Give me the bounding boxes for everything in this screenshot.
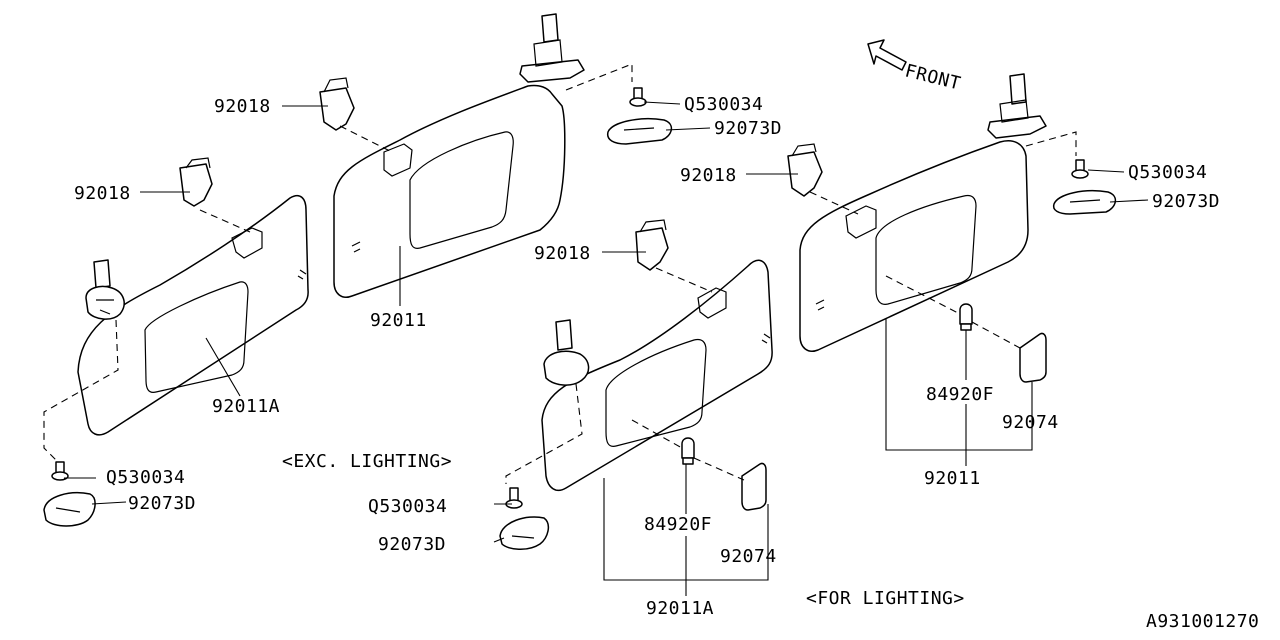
- label-92073d-4[interactable]: 92073D: [1152, 191, 1220, 212]
- section-label-exc-lighting: <EXC. LIGHTING>: [282, 451, 452, 472]
- label-84920f-1[interactable]: 84920F: [644, 514, 712, 535]
- lens-icon[interactable]: [1019, 332, 1047, 383]
- label-92018-3[interactable]: 92018: [534, 243, 591, 264]
- label-q530034-4[interactable]: Q530034: [1128, 162, 1207, 183]
- diagram-code: A931001270: [1146, 611, 1259, 632]
- clip-icon[interactable]: [635, 219, 669, 271]
- cover-icon[interactable]: [499, 516, 550, 550]
- label-92018-1[interactable]: 92018: [74, 183, 131, 204]
- label-92073d-3[interactable]: 92073D: [714, 118, 782, 139]
- visor-hinge-left-1: [85, 259, 125, 320]
- section-label-for-lighting: <FOR LIGHTING>: [806, 588, 965, 609]
- label-92011-right[interactable]: 92011: [924, 468, 981, 489]
- front-label: FRONT: [903, 60, 963, 94]
- label-92074-1[interactable]: 92074: [720, 546, 777, 567]
- leader-lines: [64, 101, 1149, 596]
- label-92073d-2[interactable]: 92073D: [378, 534, 446, 555]
- label-92018-4[interactable]: 92018: [680, 165, 737, 186]
- label-92018-2[interactable]: 92018: [214, 96, 271, 117]
- sun-visor-92011a-right[interactable]: [541, 259, 773, 492]
- screw-icon[interactable]: [51, 461, 69, 481]
- clip-icon[interactable]: [319, 77, 355, 131]
- assembly-lines: [43, 63, 1077, 484]
- screw-icon[interactable]: [505, 487, 523, 509]
- part-labels: 92018 92018 92018 92018 92011A 92011 920…: [74, 60, 1259, 632]
- screw-icon[interactable]: [1071, 159, 1089, 179]
- label-92074-2[interactable]: 92074: [1002, 412, 1059, 433]
- label-84920f-2[interactable]: 84920F: [926, 384, 994, 405]
- sun-visor-92011-left[interactable]: [333, 84, 566, 298]
- cover-icon[interactable]: [43, 492, 96, 527]
- lens-icon[interactable]: [741, 462, 767, 511]
- cover-icon[interactable]: [1052, 190, 1117, 215]
- label-q530034-1[interactable]: Q530034: [106, 467, 185, 488]
- sun-visor-92011a-left[interactable]: [77, 194, 309, 436]
- label-92011a-right[interactable]: 92011A: [646, 598, 714, 619]
- cover-icon[interactable]: [606, 118, 673, 145]
- bulb-icon[interactable]: [959, 303, 973, 331]
- label-92011-left[interactable]: 92011: [370, 310, 427, 331]
- clip-icon[interactable]: [179, 157, 213, 207]
- sun-visor-92011-right[interactable]: [799, 140, 1029, 352]
- label-92073d-1[interactable]: 92073D: [128, 493, 196, 514]
- front-arrow-icon: [867, 39, 907, 71]
- clip-icon[interactable]: [787, 143, 823, 197]
- screw-icon[interactable]: [629, 87, 647, 107]
- label-q530034-2[interactable]: Q530034: [368, 496, 447, 517]
- label-92011a-left[interactable]: 92011A: [212, 396, 280, 417]
- visor-hinge-left-2: [519, 13, 585, 83]
- visor-hinge-right-2: [987, 73, 1047, 139]
- bulb-icon[interactable]: [681, 437, 695, 465]
- label-q530034-3[interactable]: Q530034: [684, 94, 763, 115]
- visor-hinge-right-1: [543, 319, 590, 386]
